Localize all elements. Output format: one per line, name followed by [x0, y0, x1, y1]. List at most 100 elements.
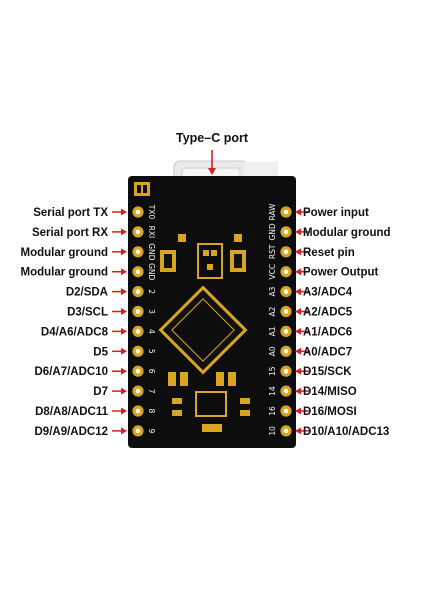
- silkscreen-label: GND: [147, 263, 156, 280]
- usb-port-title: Type–C port: [176, 131, 249, 145]
- silkscreen-label: A1: [268, 326, 277, 336]
- silkscreen-label: A3: [268, 286, 277, 296]
- right-pin-8: A0 A0/ADC7: [268, 345, 352, 358]
- silkscreen-label: RXI: [147, 226, 156, 239]
- arrow-head: [121, 208, 127, 216]
- left-pin-12: 9 D9/A9/ADC12: [35, 425, 156, 438]
- right-pin-label: D10/A10/ADC13: [303, 426, 389, 438]
- pin-hole: [283, 329, 289, 334]
- pin-hole: [283, 229, 289, 235]
- pin-hole: [135, 229, 141, 235]
- silkscreen-label: 10: [268, 426, 277, 436]
- right-pin-12: 10 D10/A10/ADC13: [268, 425, 389, 438]
- right-pin-3: RST Reset pin: [268, 244, 355, 259]
- silkscreen-label: GND: [268, 223, 277, 240]
- silkscreen-label: 7: [147, 389, 156, 394]
- right-pin-1: RAW Power input: [268, 203, 369, 221]
- arrow-head: [295, 268, 301, 276]
- silkscreen-label: GND: [147, 243, 156, 260]
- left-pin-9: 6D6/A7/ADC10: [35, 365, 156, 378]
- left-pin-4: GND Modular ground: [20, 263, 156, 280]
- pin-hole: [283, 428, 289, 434]
- arrow-head: [121, 427, 127, 435]
- pin-hole: [135, 209, 141, 215]
- right-pin-label: Reset pin: [303, 247, 355, 259]
- silkscreen-label: RAW: [268, 203, 277, 221]
- right-pin-label: A2/ADC5: [303, 307, 353, 319]
- pin-hole: [135, 269, 141, 275]
- left-pin-2: RXI Serial port RX: [32, 226, 156, 239]
- arrow-head: [121, 228, 127, 236]
- left-pin-label: D5: [93, 346, 108, 358]
- arrow-head: [121, 288, 127, 296]
- silkscreen-label: 5: [147, 349, 156, 354]
- silkscreen-label: 16: [268, 406, 277, 416]
- left-pin-label: Serial port TX: [33, 207, 108, 219]
- pin-hole: [135, 289, 141, 294]
- usb-port-arrow: [208, 150, 216, 175]
- left-pin-label: Serial port RX: [32, 227, 108, 239]
- left-pin-label: D4/A6/ADC8: [41, 326, 109, 338]
- solder-jumper: [134, 182, 150, 196]
- arrow-head: [121, 248, 127, 256]
- right-pin-label: D16/MOSI: [303, 406, 357, 418]
- silkscreen-label: A0: [268, 346, 277, 356]
- left-pin-10: 7 D7: [93, 385, 156, 398]
- left-pin-label: D8/A8/ADC11: [35, 406, 108, 418]
- right-pin-label: Power input: [303, 207, 369, 219]
- arrow-head: [121, 367, 127, 375]
- pin-hole: [135, 329, 141, 334]
- pin-hole: [135, 368, 141, 374]
- silkscreen-label: 15: [268, 366, 277, 376]
- right-pin-label: D14/MISO: [303, 386, 357, 398]
- silkscreen-label: 9: [147, 429, 156, 434]
- silkscreen-label: 4: [147, 329, 156, 334]
- left-pin-label: D3/SCL: [67, 307, 108, 319]
- left-pin-label: Modular ground: [20, 267, 108, 279]
- left-pin-label: D6/A7/ADC10: [35, 366, 109, 378]
- silkscreen-label: VCC: [268, 264, 277, 280]
- arrow-head: [121, 407, 127, 415]
- pin-hole: [283, 309, 289, 314]
- pin-hole: [283, 408, 289, 414]
- arrow-head: [295, 288, 301, 296]
- silkscreen-label: 2: [147, 289, 156, 294]
- right-pin-6: A2 A2/ADC5: [268, 305, 353, 319]
- pin-hole: [283, 269, 289, 275]
- left-pin-label: D7: [93, 386, 108, 398]
- silkscreen-label: A2: [268, 306, 277, 316]
- right-pin-4: VCC Power Output: [268, 264, 379, 280]
- pin-hole: [283, 249, 289, 255]
- right-pin-label: A0/ADC7: [303, 346, 352, 358]
- arrow-head: [295, 407, 301, 415]
- silkscreen-label: RST: [268, 244, 277, 259]
- pin-hole: [283, 368, 289, 374]
- right-pin-label: Power Output: [303, 267, 379, 279]
- left-pin-6: 3 D3/SCL: [67, 305, 156, 319]
- pin-hole: [135, 428, 141, 434]
- arrow-head: [295, 228, 301, 236]
- board-components: [158, 234, 250, 432]
- left-pin-label: D2/SDA: [66, 287, 108, 299]
- pin-hole: [283, 388, 289, 394]
- arrow-head: [121, 387, 127, 395]
- arrow-head: [121, 327, 127, 335]
- arrow-head: [295, 327, 301, 335]
- pin-hole: [135, 249, 141, 255]
- pin-hole: [283, 209, 289, 215]
- arrow-head: [295, 347, 301, 355]
- arrow-head: [121, 347, 127, 355]
- pin-hole: [135, 309, 141, 314]
- left-pin-label: D9/A9/ADC12: [35, 426, 109, 438]
- arrow-head: [295, 367, 301, 375]
- right-pin-label: A1/ADC6: [303, 326, 352, 338]
- arrow-head: [295, 308, 301, 315]
- pin-hole: [135, 349, 141, 354]
- silkscreen-label: 3: [147, 309, 156, 314]
- left-pin-5: 2 D2/SDA: [66, 286, 156, 299]
